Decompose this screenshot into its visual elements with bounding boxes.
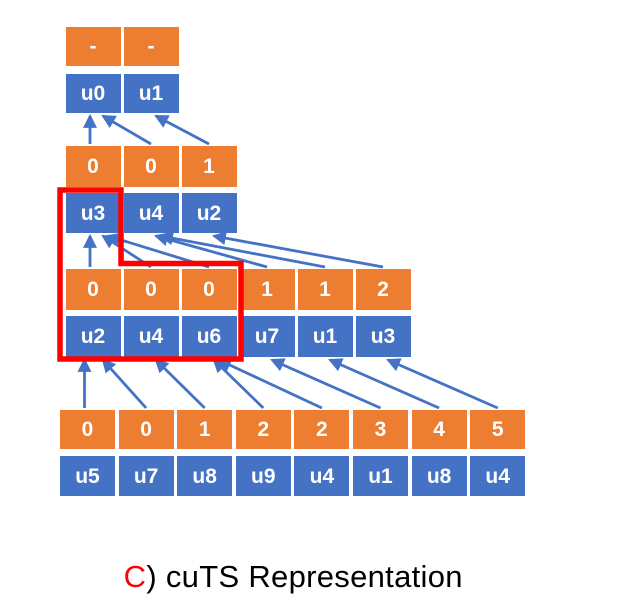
parent-arrow (105, 232, 210, 269)
parent-arrow (158, 231, 326, 269)
offset-cell: 2 (235, 410, 291, 449)
parent-arrow (101, 114, 152, 146)
node-cell: u4 (470, 456, 526, 496)
offset-cell: 3 (353, 410, 408, 449)
offset-cell: 0 (65, 146, 121, 187)
offset-cell: 4 (411, 410, 467, 449)
node-cell: u1 (297, 316, 353, 357)
offset-cell: 0 (65, 269, 121, 310)
offset-cell: 0 (118, 410, 174, 449)
offset-cell: 1 (181, 146, 237, 187)
offset-cell: 2 (294, 410, 350, 449)
node-cell: u0 (65, 74, 121, 113)
offset-cell: 0 (123, 146, 179, 187)
node-cell: u4 (123, 193, 179, 233)
node-cell: u2 (181, 193, 237, 233)
node-cell: u1 (353, 456, 408, 496)
node-cell: u4 (294, 456, 350, 496)
caption: C) cuTS Representation (88, 523, 463, 601)
offset-cell: 1 (177, 410, 233, 449)
offset-cell: 1 (297, 269, 353, 310)
offset-cell: 1 (239, 269, 295, 310)
node-cell: u3 (65, 193, 121, 233)
node-cell: u7 (239, 316, 295, 357)
offset-cell: 0 (181, 269, 237, 310)
node-cell: u7 (118, 456, 174, 496)
parent-arrow (328, 358, 440, 410)
parent-arrow (211, 231, 384, 269)
parent-arrow (212, 358, 265, 410)
offset-cell: 0 (123, 269, 179, 310)
parent-arrow (101, 358, 148, 409)
parent-arrow (270, 358, 382, 410)
parent-arrow (217, 358, 323, 410)
node-cell: u6 (181, 316, 237, 357)
offset-cell: 0 (60, 410, 115, 449)
parent-arrow (386, 358, 499, 410)
node-cell: u8 (411, 456, 467, 496)
node-cell: u3 (355, 316, 411, 357)
node-cell: u5 (60, 456, 115, 496)
offset-cell: 2 (355, 269, 411, 310)
node-cell: u8 (177, 456, 233, 496)
node-cell: u1 (123, 74, 179, 113)
offset-cell: 5 (470, 410, 526, 449)
node-cell: u9 (235, 456, 291, 496)
caption-label-letter: C (123, 559, 147, 594)
parent-arrow (154, 358, 206, 409)
parent-arrow (101, 234, 152, 269)
offset-cell: - (123, 27, 179, 66)
offset-cell: - (65, 27, 121, 66)
node-cell: u2 (65, 316, 121, 357)
parent-arrow (154, 114, 210, 146)
parent-arrow (153, 232, 268, 269)
node-cell: u4 (123, 316, 179, 357)
caption-label-text: ) cuTS Representation (146, 559, 463, 594)
